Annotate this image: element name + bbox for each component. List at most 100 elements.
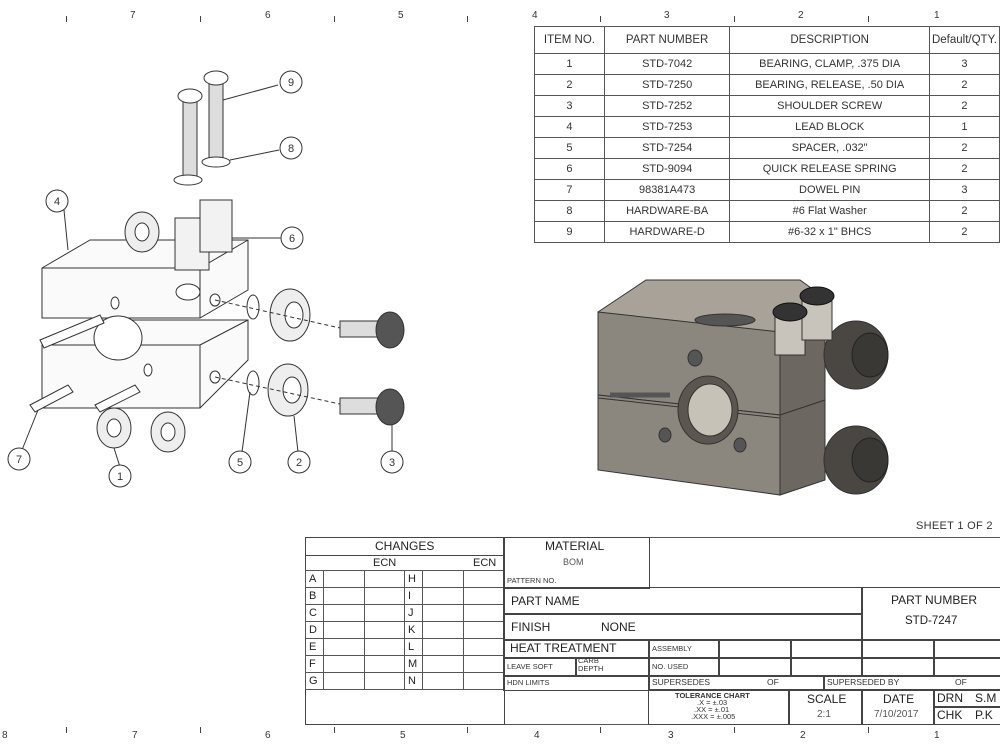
bom-header-row: ITEM NO. PART NUMBER DESCRIPTION Default… (534, 26, 1000, 54)
bom-cell: STD-7042 (603, 53, 731, 75)
bom-cell: #6-32 x 1" BHCS (729, 221, 930, 243)
chk-label: CHK (937, 708, 963, 722)
bom-cell: BEARING, CLAMP, .375 DIA (729, 53, 930, 75)
bom-cell: 2 (928, 95, 1000, 117)
zone-label: 2 (798, 10, 804, 21)
assembly-label: ASSEMBLY (652, 644, 692, 653)
bom-header: DESCRIPTION (729, 26, 930, 54)
zone-label: 4 (534, 730, 540, 741)
balloon-1: 1 (117, 471, 123, 483)
zone-label: 7 (130, 10, 136, 21)
changes-letter: L (403, 638, 424, 656)
drn-label: DRN (937, 691, 963, 705)
date-value: 7/10/2017 (874, 709, 919, 720)
leave-soft-label: LEAVE SOFT (507, 662, 553, 671)
bom-cell: 2 (534, 74, 605, 96)
balloon-4: 4 (54, 196, 60, 208)
assembled-view-drawing (597, 279, 889, 496)
bom-cell: 2 (928, 221, 1000, 243)
superseded-by-label: SUPERSEDED BY (827, 677, 900, 687)
bom-cell: STD-7252 (603, 95, 731, 117)
ecn-label: ECN (473, 557, 497, 569)
supersedes-label: SUPERSEDES (652, 677, 711, 687)
bom-cell: BEARING, RELEASE, .50 DIA (729, 74, 930, 96)
material-title: MATERIAL (545, 539, 605, 553)
bom-cell: 2 (928, 74, 1000, 96)
balloon-7: 7 (16, 454, 22, 466)
zone-label: 6 (265, 730, 271, 741)
finish-value: NONE (601, 620, 636, 634)
tolerance-x: .X = ±.03 (697, 698, 728, 707)
scale-title: SCALE (807, 692, 847, 706)
bom-cell: STD-9094 (603, 158, 731, 180)
carb-depth-label: CARB DEPTH (578, 656, 604, 673)
zone-label: 3 (668, 730, 674, 741)
zone-label: 8 (2, 730, 8, 741)
part-name-label: PART NAME (511, 594, 580, 608)
bom-header: Default/QTY. (928, 26, 1000, 54)
bom-cell: DOWEL PIN (729, 179, 930, 201)
bom-cell: 1 (534, 53, 605, 75)
bom-cell: SPACER, .032" (729, 137, 930, 159)
bom-cell: HARDWARE-BA (603, 200, 731, 222)
date-title: DATE (883, 692, 915, 706)
balloon-6: 6 (289, 233, 295, 245)
part-number-title: PART NUMBER (891, 593, 978, 607)
ecn-label: ECN (373, 557, 397, 569)
zone-label: 1 (934, 10, 940, 21)
tolerance-xx: .XX = ±.01 (694, 705, 730, 714)
zone-label: 2 (800, 730, 806, 741)
changes-letter: M (403, 655, 424, 673)
bom-header: ITEM NO. (534, 26, 605, 54)
balloon-3: 3 (389, 457, 395, 469)
balloon-9: 9 (288, 77, 294, 89)
balloon-5: 5 (237, 457, 243, 469)
changes-letter: G (304, 672, 325, 690)
zone-label: 6 (265, 10, 271, 21)
of-label: OF (767, 677, 779, 687)
changes-letter: A (304, 570, 325, 588)
bom-cell: 3 (928, 179, 1000, 201)
zone-label: 3 (664, 10, 670, 21)
bom-cell: 4 (534, 116, 605, 138)
changes-title: CHANGES (375, 539, 435, 553)
balloon-2: 2 (296, 457, 302, 469)
bom-cell: 5 (534, 137, 605, 159)
changes-letter: E (304, 638, 325, 656)
sheet-indicator: SHEET 1 OF 2 (916, 520, 993, 532)
tolerance-xxx: .XXX = ±.005 (691, 712, 736, 721)
bom-cell: 9 (534, 221, 605, 243)
zone-label: 5 (398, 10, 404, 21)
changes-letter: F (304, 655, 325, 673)
changes-letter: J (403, 604, 424, 622)
bom-cell: 1 (928, 116, 1000, 138)
bom-cell: 3 (928, 53, 1000, 75)
changes-letter: N (403, 672, 424, 690)
bom-cell: STD-7254 (603, 137, 731, 159)
changes-letter: D (304, 621, 325, 639)
bom-cell: SHOULDER SCREW (729, 95, 930, 117)
chk-value: P.K (975, 708, 993, 722)
changes-letter: K (403, 621, 424, 639)
bom-cell: 8 (534, 200, 605, 222)
zone-label: 1 (934, 730, 940, 741)
bom-cell: STD-7253 (603, 116, 731, 138)
drn-value: S.M (975, 691, 997, 705)
bom-cell: LEAD BLOCK (729, 116, 930, 138)
changes-letter: H (403, 570, 424, 588)
bom-cell: 3 (534, 95, 605, 117)
